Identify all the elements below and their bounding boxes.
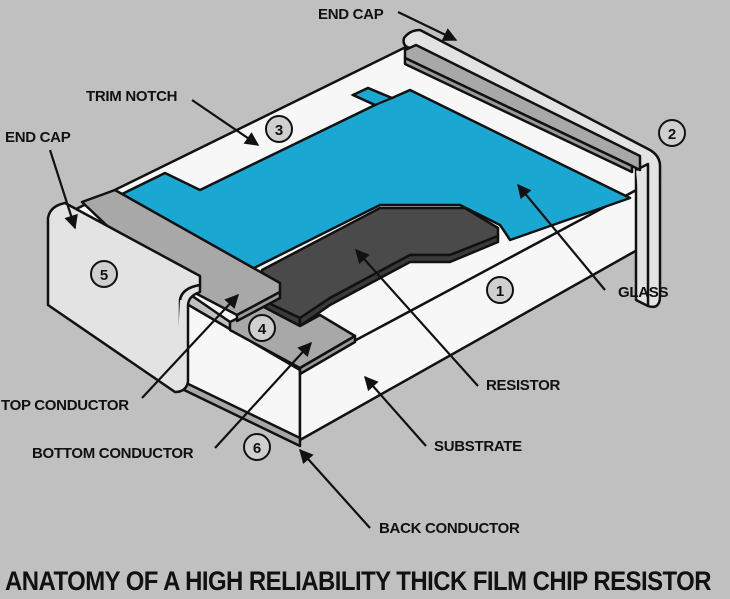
label-top-conductor: TOP CONDUCTOR [1, 397, 129, 414]
label-back-conductor: BACK CONDUCTOR [379, 520, 520, 537]
leader-resistor [355, 248, 479, 387]
leader-end-cap-left [48, 149, 78, 230]
end-cap-near [46, 201, 202, 394]
label-glass: GLASS [618, 284, 668, 301]
callout-1: 1 [486, 276, 514, 304]
svg-text:2: 2 [668, 126, 676, 143]
leader-top-conductor [141, 293, 239, 399]
label-resistor: RESISTOR [486, 377, 560, 394]
leader-substrate [364, 375, 427, 447]
label-substrate: SUBSTRATE [434, 438, 522, 455]
leader-trim-notch [191, 99, 260, 146]
callout-2: 2 [658, 119, 686, 147]
leader-end-cap-top [397, 11, 458, 41]
label-bottom-conductor: BOTTOM CONDUCTOR [32, 445, 194, 462]
callout-6: 6 [243, 433, 271, 461]
callout-5: 5 [90, 260, 118, 288]
svg-text:1: 1 [496, 283, 504, 300]
leader-back-conductor [299, 448, 371, 529]
label-end-cap-left: END CAP [5, 129, 71, 146]
svg-text:6: 6 [253, 440, 261, 457]
callout-3: 3 [265, 115, 293, 143]
svg-text:5: 5 [100, 267, 108, 284]
callout-4: 4 [248, 314, 276, 342]
label-trim-notch: TRIM NOTCH [86, 88, 177, 105]
leader-bottom-conductor [214, 341, 312, 449]
label-end-cap-top: END CAP [318, 6, 384, 23]
svg-text:3: 3 [275, 122, 283, 139]
leader-glass [517, 183, 606, 291]
diagram-title: ANATOMY OF A HIGH RELIABILITY THICK FILM… [5, 566, 711, 596]
svg-text:4: 4 [258, 321, 267, 338]
